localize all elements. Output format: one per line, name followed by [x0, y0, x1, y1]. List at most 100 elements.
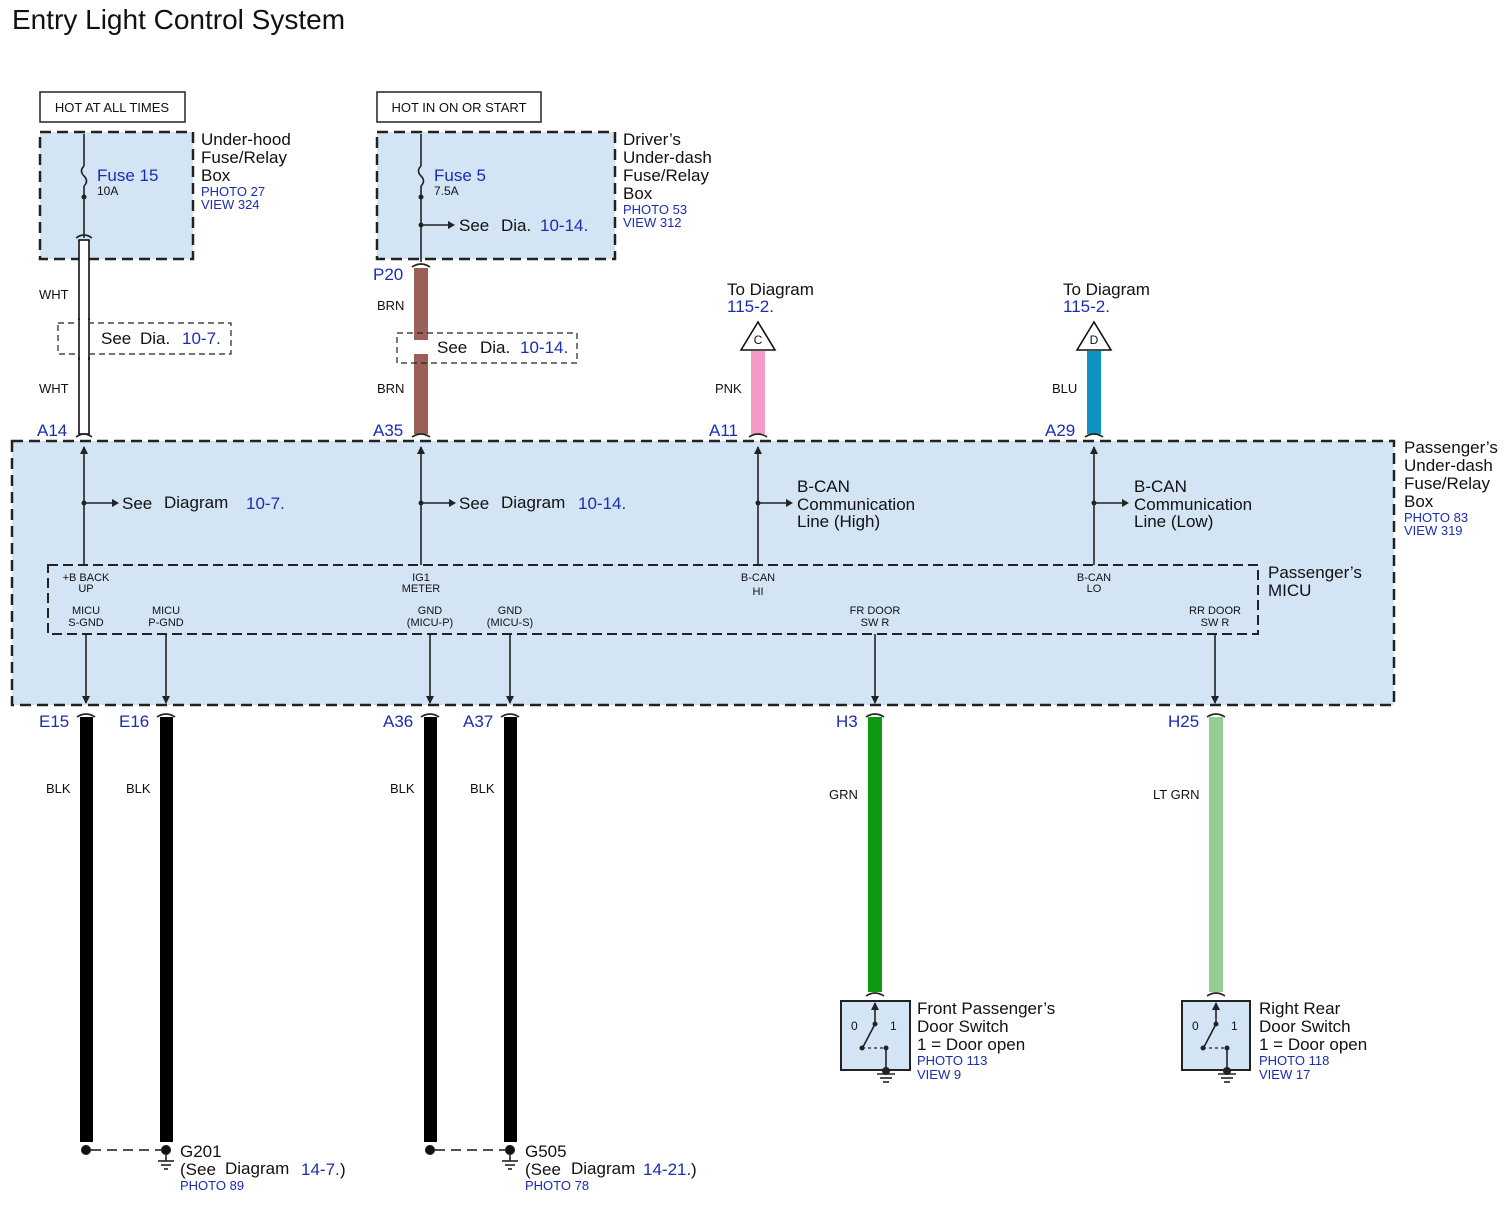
- svg-text:Fuse/Relay: Fuse/Relay: [1404, 474, 1490, 493]
- svg-text:Driver’s: Driver’s: [623, 130, 681, 149]
- svg-text:(MICU-S): (MICU-S): [487, 617, 533, 629]
- svg-text:14-7.: 14-7.: [301, 1160, 340, 1179]
- svg-text:Under-dash: Under-dash: [623, 148, 712, 167]
- svg-text:Diagram: Diagram: [571, 1159, 635, 1178]
- svg-text:SW R: SW R: [1201, 617, 1230, 629]
- svg-text:1 = Door open: 1 = Door open: [917, 1035, 1025, 1054]
- svg-text:): ): [340, 1160, 346, 1179]
- svg-text:GND: GND: [498, 605, 523, 617]
- svg-text:Dia.: Dia.: [140, 329, 170, 348]
- svg-text:P-GND: P-GND: [148, 617, 184, 629]
- svg-text:0: 0: [1192, 1019, 1199, 1033]
- svg-text:MICU: MICU: [72, 605, 100, 617]
- svg-text:Under-hood: Under-hood: [201, 130, 291, 149]
- svg-text:G201: G201: [180, 1142, 222, 1161]
- ground-g505: G505 (See Diagram 14-21. ) PHOTO 78: [435, 1142, 697, 1193]
- svg-text:D: D: [1090, 333, 1099, 347]
- pin-a36: A36: [383, 712, 413, 731]
- svg-text:Passenger’s: Passenger’s: [1268, 563, 1362, 582]
- svg-text:10-7.: 10-7.: [246, 494, 285, 513]
- svg-text:HI: HI: [753, 586, 764, 598]
- svg-text:FR DOOR: FR DOOR: [850, 605, 901, 617]
- svg-text:LO: LO: [1087, 583, 1102, 595]
- hot-at-all-times-label: HOT AT ALL TIMES: [39, 91, 186, 123]
- svg-text:Under-dash: Under-dash: [1404, 456, 1493, 475]
- splice-ref-10-7: See Dia. 10-7.: [57, 318, 232, 360]
- wire-blk-a36: A36 BLK: [383, 712, 440, 1155]
- svg-text:See: See: [437, 338, 467, 357]
- svg-text:Fuse/Relay: Fuse/Relay: [623, 166, 709, 185]
- svg-text:LT GRN: LT GRN: [1153, 787, 1199, 802]
- wire-blk-e15: E15 BLK: [39, 712, 96, 1155]
- pin-a35: A35: [373, 421, 403, 440]
- wire-blu: BLU A29: [1045, 351, 1104, 440]
- svg-text:To Diagram: To Diagram: [1063, 280, 1150, 299]
- svg-text:MICU: MICU: [152, 605, 180, 617]
- svg-text:BLK: BLK: [46, 781, 71, 796]
- svg-text:PHOTO 27: PHOTO 27: [201, 184, 265, 199]
- svg-text:To Diagram: To Diagram: [727, 280, 814, 299]
- svg-text:G505: G505: [525, 1142, 567, 1161]
- svg-text:BLK: BLK: [470, 781, 495, 796]
- svg-text:PHOTO 89: PHOTO 89: [180, 1178, 244, 1193]
- svg-text:0: 0: [851, 1019, 858, 1033]
- fuse-icon: [80, 165, 88, 187]
- svg-text:): ): [691, 1160, 697, 1179]
- svg-text:RR DOOR: RR DOOR: [1189, 605, 1241, 617]
- fuse-icon: [417, 165, 425, 187]
- ground-g201: G201 (See Diagram 14-7. ) PHOTO 89: [91, 1142, 346, 1193]
- wire-blk-e16: E16 BLK: [119, 712, 176, 1155]
- svg-text:B-CAN: B-CAN: [797, 477, 850, 496]
- connector-c-icon: [739, 320, 777, 351]
- svg-text:(MICU-P): (MICU-P): [407, 617, 453, 629]
- svg-text:Communication: Communication: [1134, 495, 1252, 514]
- wire-ltgrn-h25: H25 LT GRN: [1153, 712, 1226, 997]
- svg-text:+B BACK: +B BACK: [63, 572, 110, 584]
- hot-in-on-or-start-label: HOT IN ON OR START: [376, 91, 542, 123]
- fuse-5-rating: 7.5A: [434, 184, 459, 198]
- svg-text:PHOTO 78: PHOTO 78: [525, 1178, 589, 1193]
- svg-text:Door Switch: Door Switch: [917, 1017, 1009, 1036]
- svg-text:VIEW 17: VIEW 17: [1259, 1067, 1310, 1082]
- wire-blk-a37: A37 BLK: [463, 712, 520, 1155]
- svg-text:See: See: [459, 494, 489, 513]
- pin-p20: P20: [373, 265, 403, 284]
- svg-text:UP: UP: [78, 583, 93, 595]
- svg-text:C: C: [754, 333, 763, 347]
- svg-text:Dia.: Dia.: [501, 216, 531, 235]
- svg-text:Door Switch: Door Switch: [1259, 1017, 1351, 1036]
- internal-ground-lines: [82, 634, 1219, 704]
- svg-text:PHOTO 118: PHOTO 118: [1259, 1053, 1329, 1068]
- svg-text:METER: METER: [402, 583, 441, 595]
- svg-text:115-2.: 115-2.: [727, 297, 774, 316]
- wire-pnk: PNK A11: [709, 351, 768, 440]
- fuse-5-name: Fuse 5: [434, 166, 486, 185]
- svg-text:10-14.: 10-14.: [540, 216, 588, 235]
- bcan-high-label: B-CAN Communication Line (High): [797, 477, 915, 531]
- switch-contact-icon: [862, 1023, 876, 1048]
- svg-text:BLK: BLK: [390, 781, 415, 796]
- svg-text:115-2.: 115-2.: [1063, 297, 1110, 316]
- svg-text:1: 1: [1231, 1019, 1238, 1033]
- svg-text:VIEW 312: VIEW 312: [623, 215, 682, 230]
- passenger-micu: Passenger’s MICU +B BACK UP IG1 METER B-…: [47, 563, 1362, 635]
- svg-text:(See: (See: [180, 1160, 216, 1179]
- svg-text:(See: (See: [525, 1160, 561, 1179]
- svg-text:Passenger’s: Passenger’s: [1404, 438, 1498, 457]
- svg-text:IG1: IG1: [412, 572, 430, 584]
- svg-text:Communication: Communication: [797, 495, 915, 514]
- fuse-15-rating: 10A: [97, 184, 118, 198]
- to-diagram-c: To Diagram 115-2. C: [727, 280, 814, 351]
- svg-text:HOT IN ON OR START: HOT IN ON OR START: [391, 100, 526, 115]
- svg-text:VIEW 9: VIEW 9: [917, 1067, 961, 1082]
- svg-text:BRN: BRN: [377, 298, 404, 313]
- inner-ref-10-14: See Diagram 10-14.: [459, 493, 626, 513]
- svg-text:1 = Door open: 1 = Door open: [1259, 1035, 1367, 1054]
- svg-text:Box: Box: [1404, 492, 1434, 511]
- svg-text:PHOTO 83: PHOTO 83: [1404, 510, 1468, 525]
- svg-text:10-7.: 10-7.: [182, 329, 221, 348]
- svg-text:GRN: GRN: [829, 787, 858, 802]
- svg-text:Diagram: Diagram: [501, 493, 565, 512]
- switch-contact-icon: [1203, 1023, 1217, 1048]
